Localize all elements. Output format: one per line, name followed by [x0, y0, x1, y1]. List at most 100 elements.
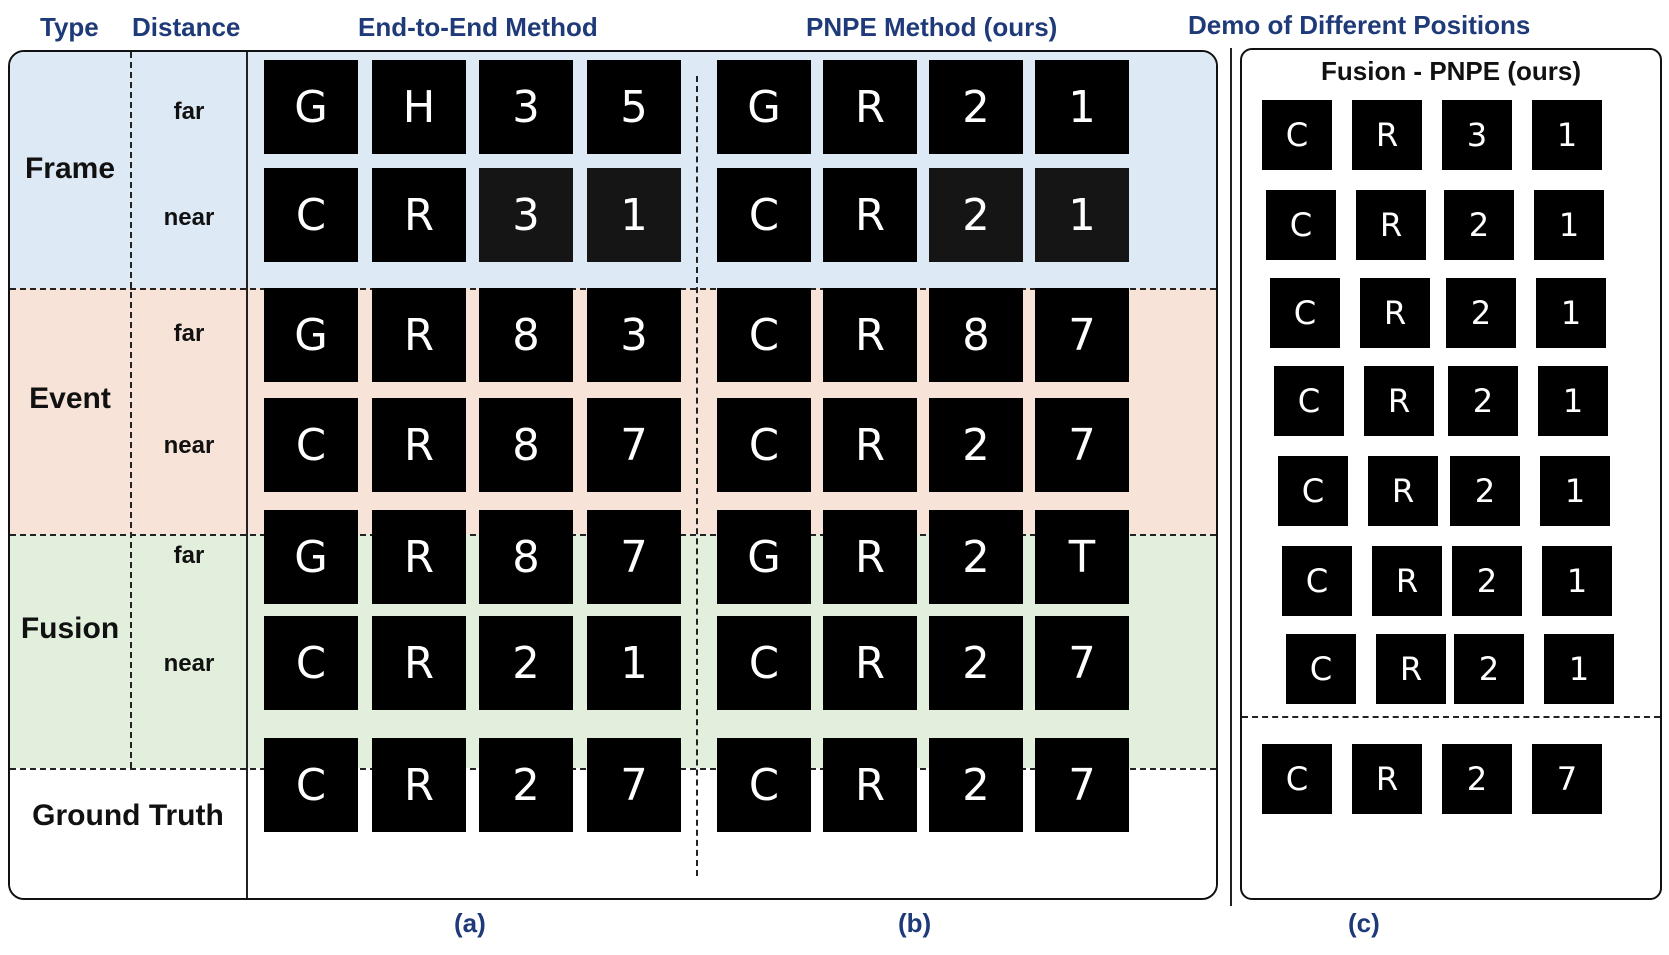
glyph-character: 1: [1068, 191, 1096, 241]
end-to-end-result-event-near: C: [264, 398, 358, 492]
glyph-image: 2: [512, 639, 540, 689]
glyph-image: R: [855, 191, 885, 241]
glyph-image: R: [855, 639, 885, 689]
glyph-image: C: [296, 191, 326, 241]
type-distance-divider: [130, 52, 132, 768]
position-demo-result: R: [1376, 634, 1446, 704]
pnpe-result-fusion-far: G: [717, 510, 811, 604]
glyph-character: R: [855, 311, 885, 361]
position-demo-result: C: [1274, 366, 1344, 436]
glyph-character: R: [1388, 382, 1410, 420]
glyph-character: 2: [512, 761, 540, 811]
glyph-image: C: [749, 311, 779, 361]
glyph-character: 2: [1467, 760, 1487, 798]
glyph-image: R: [1400, 650, 1422, 688]
glyph-character: R: [855, 639, 885, 689]
end-to-end-result-fusion-near: 2: [479, 616, 573, 710]
end-to-end-result-event-far: 8: [479, 288, 573, 382]
glyph-image: R: [404, 421, 434, 471]
glyph-image: R: [1380, 206, 1402, 244]
pnpe-result-frame-far: G: [717, 60, 811, 154]
glyph-character: C: [1286, 116, 1308, 154]
glyph-character: C: [1302, 472, 1324, 510]
pnpe-result-frame-near: C: [717, 168, 811, 262]
glyph-image: 5: [620, 83, 648, 133]
header-demo: Demo of Different Positions: [1188, 10, 1531, 40]
glyph-character: R: [404, 191, 434, 241]
glyph-image: 1: [1561, 294, 1581, 332]
distance-far: far: [173, 98, 205, 125]
position-demo-result: R: [1368, 456, 1438, 526]
glyph-image: G: [747, 533, 781, 583]
caption-c: (c): [1348, 908, 1380, 938]
end-to-end-result-frame-near: 3: [479, 168, 573, 262]
glyph-character: 1: [1565, 472, 1585, 510]
glyph-character: 8: [962, 311, 990, 361]
glyph-image: 1: [620, 191, 648, 241]
glyph-image: 1: [1569, 650, 1589, 688]
type-label-frame: Frame: [24, 152, 116, 185]
end-to-end-result-frame-far: 5: [587, 60, 681, 154]
position-demo-ground-truth: 7: [1532, 744, 1602, 814]
position-demo-result: 1: [1544, 634, 1614, 704]
glyph-image: R: [404, 761, 434, 811]
glyph-image: 8: [512, 311, 540, 361]
position-demo-result: 1: [1534, 190, 1604, 260]
position-demo-result: C: [1278, 456, 1348, 526]
glyph-character: R: [1380, 206, 1402, 244]
glyph-character: 7: [1068, 639, 1096, 689]
end-to-end-result-frame-far: H: [372, 60, 466, 154]
position-demo-result: C: [1266, 190, 1336, 260]
glyph-character: 1: [1068, 83, 1096, 133]
glyph-character: 3: [620, 311, 648, 361]
end-to-end-result-fusion-far: R: [372, 510, 466, 604]
glyph-character: R: [855, 761, 885, 811]
glyph-character: G: [747, 533, 781, 583]
pnpe-result-gt: R: [823, 738, 917, 832]
glyph-image: 1: [1567, 562, 1587, 600]
pnpe-result-event-near: 7: [1035, 398, 1129, 492]
glyph-image: 1: [1563, 382, 1583, 420]
glyph-character: 2: [512, 639, 540, 689]
position-demo-result: 2: [1452, 546, 1522, 616]
glyph-image: R: [1392, 472, 1414, 510]
glyph-character: H: [403, 83, 436, 133]
glyph-image: 8: [962, 311, 990, 361]
glyph-character: 7: [1068, 311, 1096, 361]
glyph-character: 2: [1475, 472, 1495, 510]
glyph-character: R: [855, 421, 885, 471]
position-demo-result: R: [1360, 278, 1430, 348]
glyph-character: R: [1376, 116, 1398, 154]
glyph-character: R: [404, 639, 434, 689]
position-demo-result: 1: [1542, 546, 1612, 616]
glyph-character: 7: [620, 761, 648, 811]
glyph-character: 1: [1563, 382, 1583, 420]
glyph-image: R: [404, 533, 434, 583]
end-to-end-result-frame-near: R: [372, 168, 466, 262]
glyph-image: C: [749, 191, 779, 241]
glyph-image: C: [1286, 116, 1308, 154]
glyph-image: 8: [512, 421, 540, 471]
glyph-image: C: [1306, 562, 1328, 600]
glyph-character: 7: [1557, 760, 1577, 798]
position-demo-result: R: [1372, 546, 1442, 616]
type-label-event: Event: [29, 382, 111, 415]
glyph-image: G: [747, 83, 781, 133]
glyph-character: 2: [962, 533, 990, 583]
glyph-image: H: [403, 83, 436, 133]
glyph-image: R: [1376, 116, 1398, 154]
distance-far: far: [173, 320, 205, 347]
pnpe-result-event-near: C: [717, 398, 811, 492]
glyph-image: 3: [1467, 116, 1487, 154]
glyph-character: 7: [1068, 421, 1096, 471]
pnpe-result-gt: C: [717, 738, 811, 832]
pnpe-result-event-far: 8: [929, 288, 1023, 382]
end-to-end-result-event-far: 3: [587, 288, 681, 382]
panel-c-separator: [1230, 48, 1232, 906]
end-to-end-result-fusion-far: 8: [479, 510, 573, 604]
glyph-image: R: [1384, 294, 1406, 332]
position-demo-result: R: [1364, 366, 1434, 436]
position-demo-result: 1: [1532, 100, 1602, 170]
glyph-character: 1: [1557, 116, 1577, 154]
end-to-end-result-gt: C: [264, 738, 358, 832]
